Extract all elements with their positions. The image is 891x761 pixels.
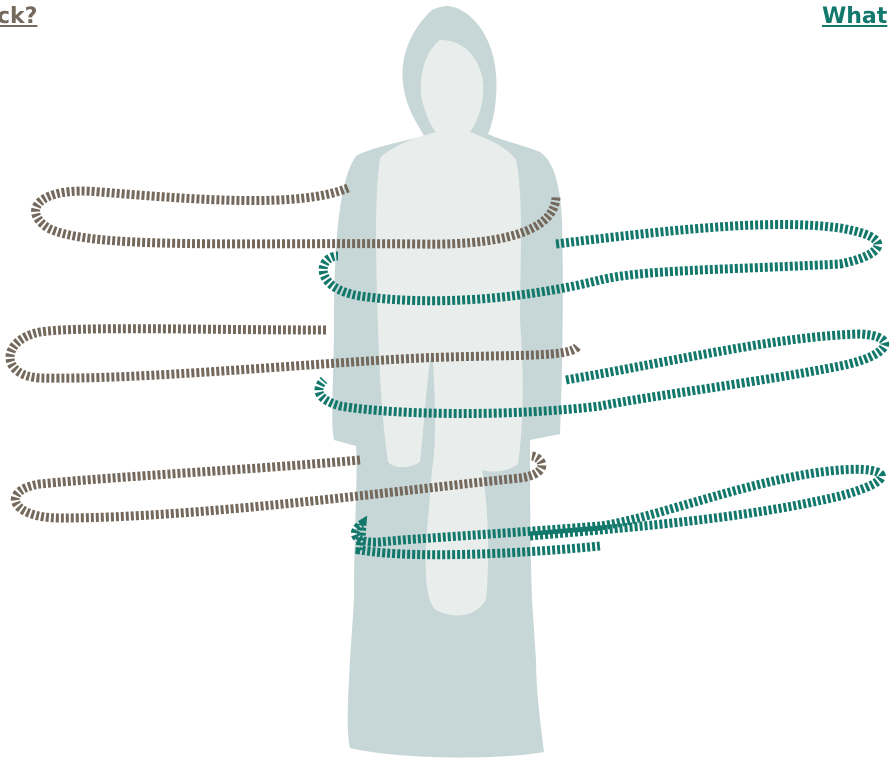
person-silhouette-illustration xyxy=(0,0,891,761)
